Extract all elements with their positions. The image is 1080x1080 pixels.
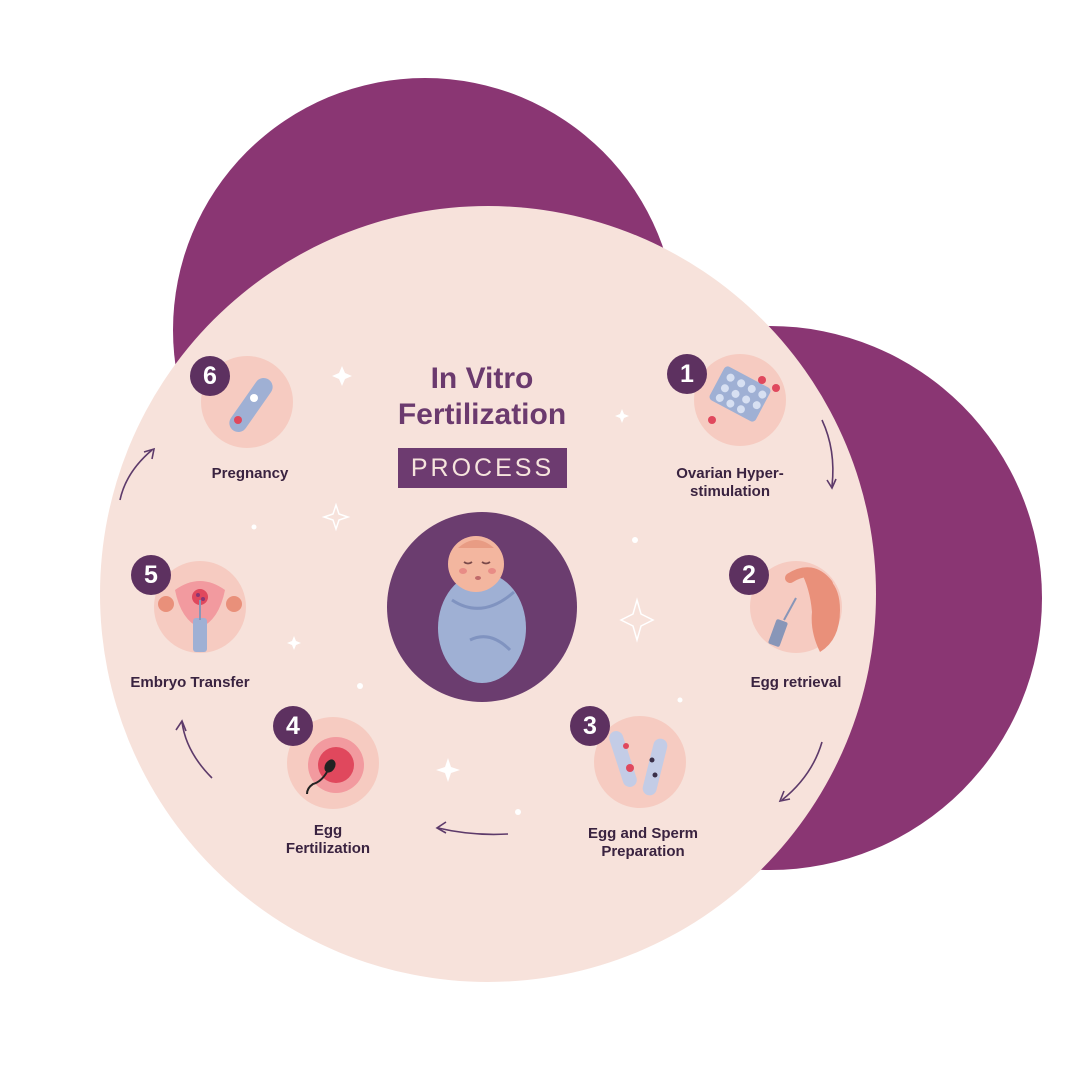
swaddled-baby-icon xyxy=(387,512,577,702)
step-6-label-line-1: Pregnancy xyxy=(211,465,289,482)
pill-pack-icon xyxy=(694,354,786,446)
step-1-badge: 1 xyxy=(667,354,707,394)
step-5-label-line-1: Embryo Transfer xyxy=(130,674,250,691)
egg-retrieval-icon xyxy=(750,561,842,653)
step-2-badge: 2 xyxy=(729,555,769,595)
step-5-label: Embryo Transfer xyxy=(110,674,270,692)
step-6-label: Pregnancy xyxy=(180,465,320,483)
title-line-1: In Vitro xyxy=(430,362,534,395)
process-banner: PROCESS xyxy=(398,448,567,488)
step-1-label-line-1: Ovarian Hyper- xyxy=(676,465,784,482)
step-4-label: Egg Fertilization xyxy=(262,822,394,858)
step-4-badge: 4 xyxy=(273,706,313,746)
step-1-label-line-2: stimulation xyxy=(689,483,770,500)
uterus-icon xyxy=(154,561,246,653)
step-3-label-line-1: Egg and Sperm xyxy=(587,825,699,842)
title-line-2: Fertilization xyxy=(397,398,567,431)
flow-arrows xyxy=(119,419,837,836)
test-tubes-icon xyxy=(594,716,686,808)
step-4-label-line-1: Egg xyxy=(313,822,343,839)
step-2-label: Egg retrieval xyxy=(726,674,866,692)
egg-sperm-icon xyxy=(287,717,379,809)
step-4-label-line-2: Fertilization xyxy=(285,840,371,857)
step-2-label-line-1: Egg retrieval xyxy=(750,674,842,691)
step-3-label: Egg and Sperm Preparation xyxy=(563,825,723,861)
step-6-badge: 6 xyxy=(190,356,230,396)
step-3-badge: 3 xyxy=(570,706,610,746)
step-5-badge: 5 xyxy=(131,555,171,595)
step-3-label-line-2: Preparation xyxy=(601,843,685,860)
step-1-label: Ovarian Hyper- stimulation xyxy=(650,465,810,501)
sparkles xyxy=(251,366,683,815)
